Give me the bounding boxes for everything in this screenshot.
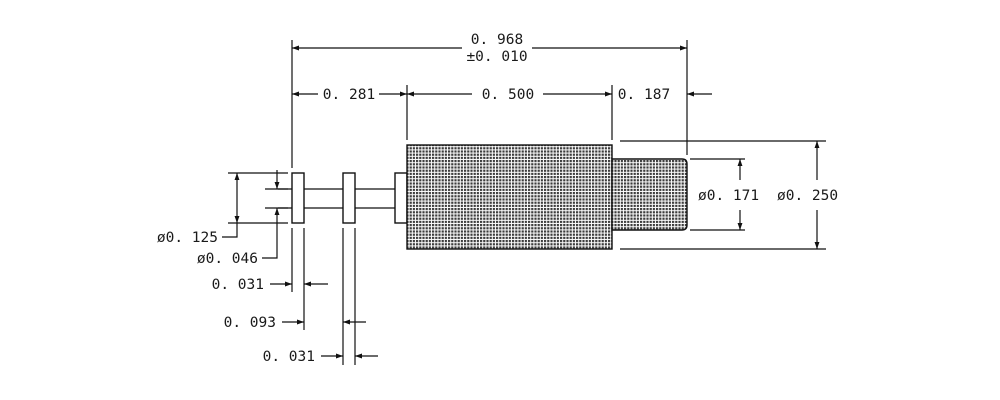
- knurl-length-label: 0. 500: [482, 87, 534, 103]
- body-diameter-label: ø0. 250: [777, 188, 838, 204]
- pin-diameter-label: ø0. 046: [197, 251, 258, 267]
- overall-length-label: 0. 968: [471, 32, 523, 48]
- dimension-lines: [222, 45, 820, 359]
- knurled-tip: [611, 158, 688, 231]
- first-flange: [291, 172, 305, 224]
- dimension-labels: 0. 968 ±0. 010 0. 281 0. 500 0. 187 ø0. …: [157, 32, 838, 365]
- pin-section-length-label: 0. 281: [323, 87, 375, 103]
- second-flange-thickness-label: 0. 031: [263, 349, 315, 365]
- overall-tolerance-label: ±0. 010: [466, 49, 527, 65]
- part-outline: [278, 144, 688, 250]
- knurled-body: [406, 144, 613, 250]
- shoulder-collar: [394, 172, 408, 224]
- tip-length-label: 0. 187: [618, 87, 670, 103]
- second-flange: [342, 172, 356, 224]
- first-flange-thickness-label: 0. 031: [212, 277, 264, 293]
- tip-diameter-label: ø0. 171: [698, 188, 759, 204]
- flange-diameter-label: ø0. 125: [157, 230, 218, 246]
- flange-spacing-label: 0. 093: [224, 315, 276, 331]
